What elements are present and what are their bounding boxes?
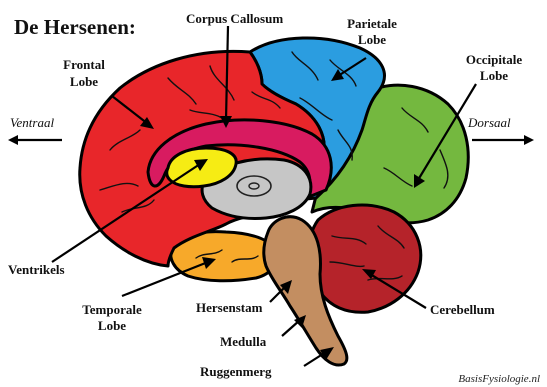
diagram-title: De Hersenen: [14,15,136,39]
label-frontal-line1: Frontal [63,57,105,72]
label-corpus-callosum: Corpus Callosum [186,11,283,26]
ventraal-label: Ventraal [10,115,54,130]
label-ventrikels: Ventrikels [8,262,65,277]
dorsaal-label: Dorsaal [467,115,511,130]
label-occipitale-line1: Occipitale [466,52,523,67]
label-occipitale-line2: Lobe [480,68,508,83]
label-temporale-line1: Temporale [82,302,142,317]
ventraal-arrow [8,135,62,145]
label-cerebellum: Cerebellum [430,302,495,317]
label-medulla: Medulla [220,334,267,349]
label-ruggenmerg: Ruggenmerg [200,364,272,379]
label-temporale-line2: Lobe [98,318,126,333]
credit-text: BasisFysiologie.nl [458,373,540,385]
cerebellum [308,205,420,312]
label-hersenstam: Hersenstam [196,300,263,315]
label-parietale-line2: Lobe [358,32,386,47]
label-parietale-line1: Parietale [347,16,397,31]
dorsaal-arrow [472,135,534,145]
label-frontal-line2: Lobe [70,74,98,89]
